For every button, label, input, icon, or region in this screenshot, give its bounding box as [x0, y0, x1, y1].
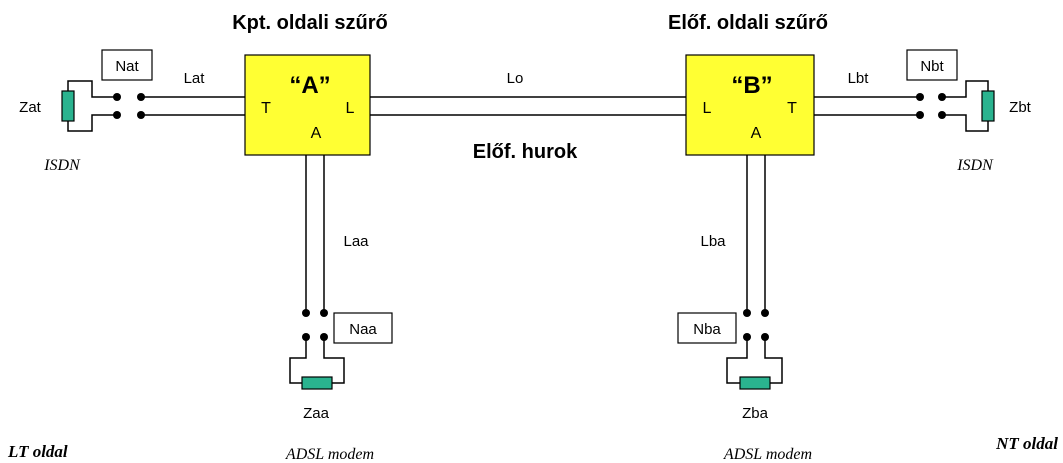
adsl-right-label: ADSL modem [723, 446, 812, 463]
terminal-dot [761, 309, 769, 317]
filter-b-box [685, 54, 815, 156]
loop-title: Előf. hurok [473, 141, 578, 163]
nat-box [101, 49, 153, 81]
nt-side-label: NT oldal [995, 434, 1058, 453]
zba-loop-wire [726, 337, 783, 384]
filter-a-port-l: L [346, 100, 355, 117]
nat-label: Nat [115, 58, 139, 75]
filter-a-name: “A” [289, 72, 330, 99]
zbt-loop-wire [942, 80, 989, 132]
filter-a-port-a: A [311, 125, 322, 142]
adsl-left-label: ADSL modem [285, 446, 374, 463]
zaa-impedance [301, 376, 333, 390]
laa-label: Laa [343, 233, 369, 250]
lt-side-label: LT oldal [7, 442, 68, 461]
filter-b-port-a: A [751, 125, 762, 142]
filter-b-port-l: L [703, 100, 712, 117]
terminal-dot [137, 93, 145, 101]
left-filter-title: Kpt. oldali szűrő [232, 12, 388, 34]
zba-label: Zba [742, 405, 769, 422]
lba-label: Lba [700, 233, 726, 250]
nba-box [677, 312, 737, 344]
zba-impedance [739, 376, 771, 390]
isdn-right-label: ISDN [956, 157, 994, 174]
terminal-dot [137, 111, 145, 119]
zat-label: Zat [19, 99, 42, 116]
filter-b-port-t: T [787, 100, 797, 117]
nba-label: Nba [693, 321, 721, 338]
filter-a-box [244, 54, 371, 156]
zat-impedance [61, 90, 75, 122]
zbt-label: Zbt [1009, 99, 1032, 116]
naa-box [333, 312, 393, 344]
isdn-left-label: ISDN [43, 157, 81, 174]
nbt-label: Nbt [920, 58, 944, 75]
terminal-dot [743, 309, 751, 317]
terminal-dot [320, 309, 328, 317]
terminal-dot [916, 111, 924, 119]
filter-a-port-t: T [261, 100, 271, 117]
nbt-box [906, 49, 958, 81]
lbt-label: Lbt [848, 70, 870, 87]
lat-label: Lat [184, 70, 206, 87]
zaa-loop-wire [289, 337, 345, 384]
terminal-dot [302, 309, 310, 317]
zaa-label: Zaa [303, 405, 330, 422]
naa-label: Naa [349, 321, 377, 338]
zbt-impedance [981, 90, 995, 122]
lo-label: Lo [507, 70, 524, 87]
terminal-dot [916, 93, 924, 101]
right-filter-title: Előf. oldali szűrő [668, 12, 828, 34]
zat-loop-wire [67, 80, 117, 132]
filter-b-name: “B” [731, 72, 772, 99]
